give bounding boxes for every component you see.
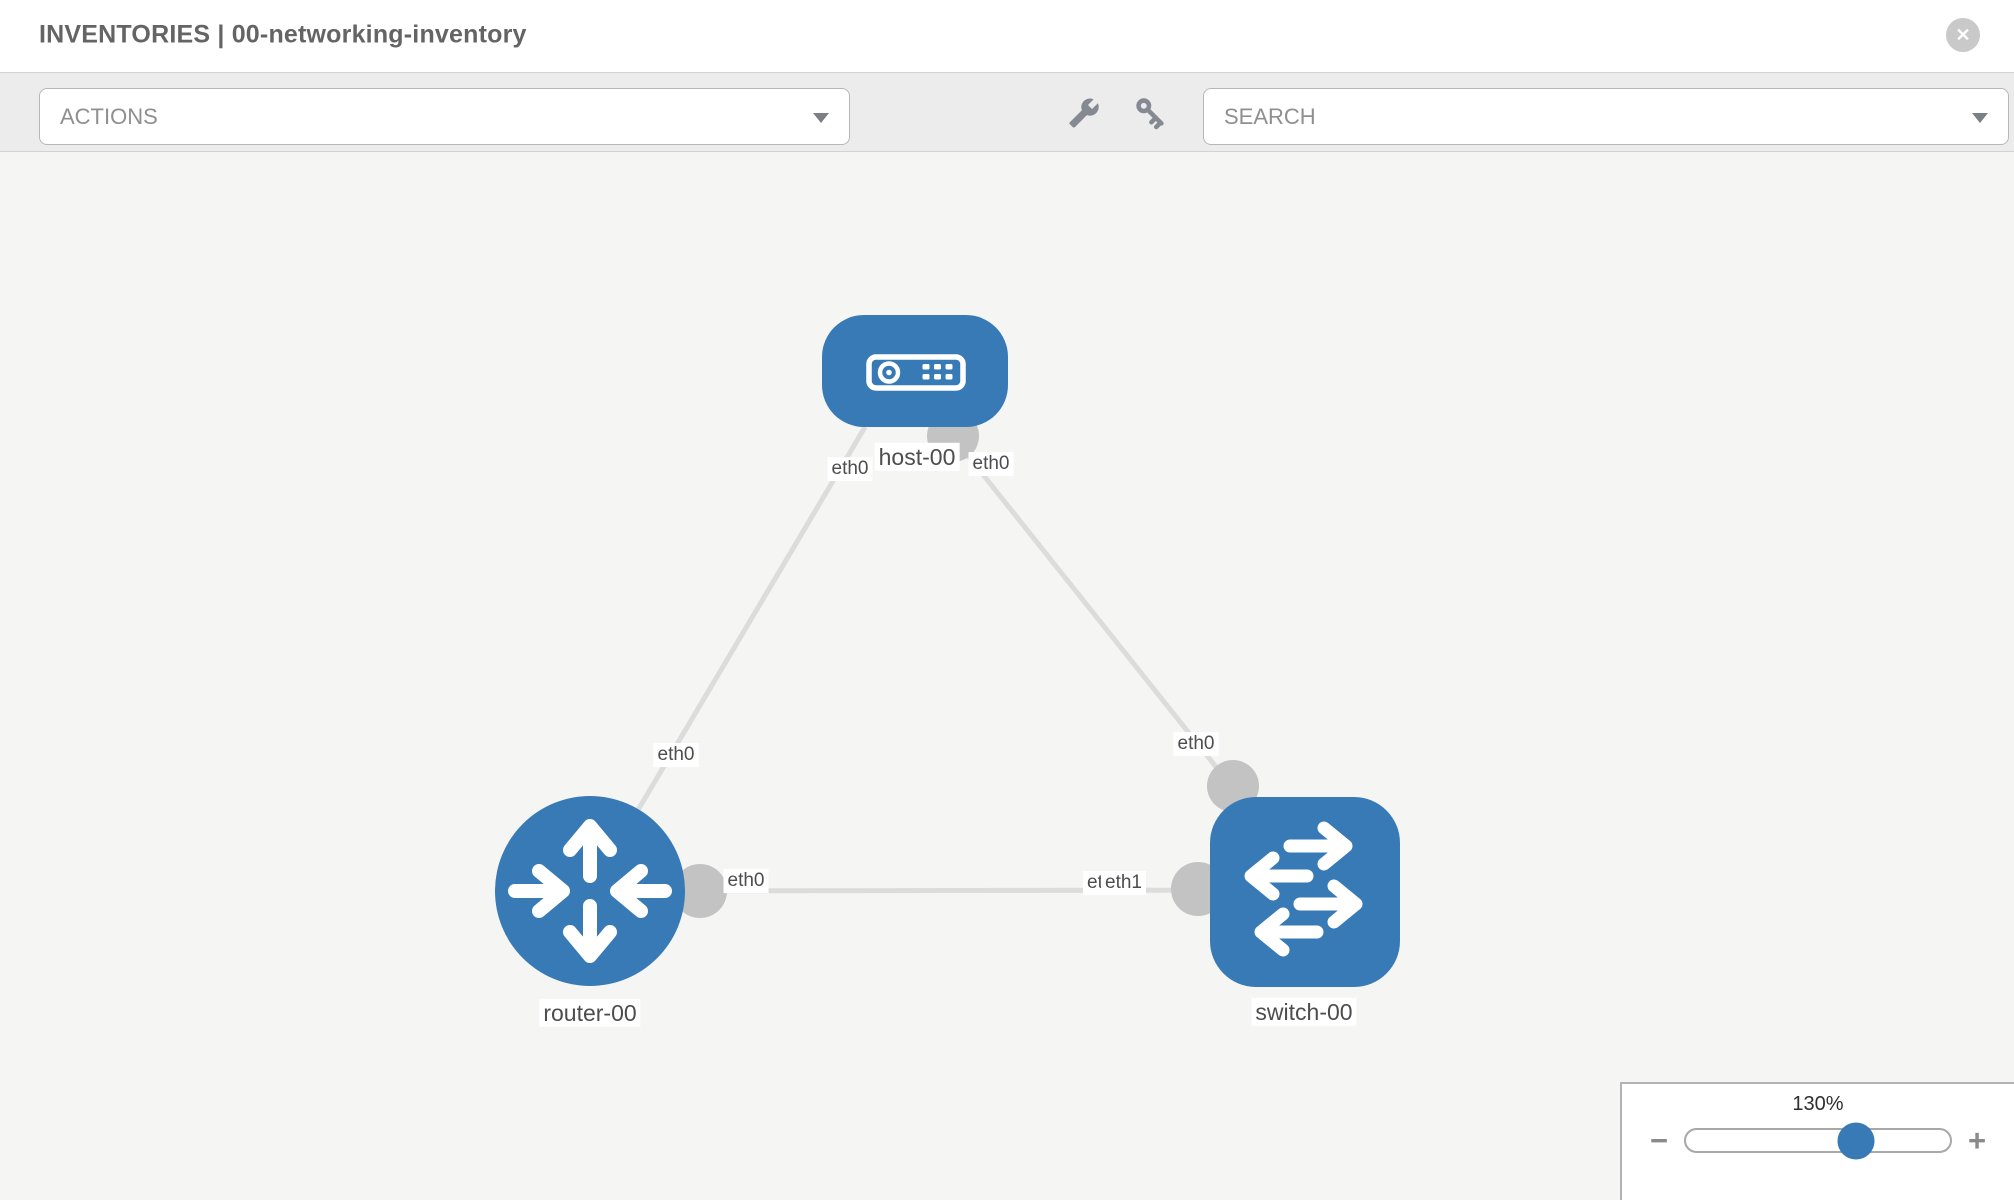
port-connector-router [673, 864, 727, 918]
actions-dropdown[interactable]: ACTIONS [39, 88, 850, 145]
search-dropdown-label: SEARCH [1224, 103, 1316, 129]
topology-canvas[interactable]: host-00 router-00 switch-00 eth0 eth0 et… [0, 152, 2014, 1200]
search-dropdown[interactable]: SEARCH [1203, 88, 2009, 145]
port-label-host-eth0-to-router: eth0 [827, 457, 873, 481]
node-host-00[interactable] [822, 315, 1008, 427]
node-label-switch-00: switch-00 [1251, 997, 1357, 1027]
page-title: INVENTORIES | 00-networking-inventory [39, 20, 527, 49]
router-icon [508, 819, 672, 963]
actions-dropdown-label: ACTIONS [60, 103, 158, 129]
zoom-control-panel: 130% − + [1620, 1082, 2014, 1200]
credentials-button[interactable] [1133, 95, 1169, 131]
zoom-level-value: 130% [1792, 1093, 1844, 1115]
link-host-switch [951, 435, 1234, 789]
zoom-slider-track[interactable] [1684, 1122, 1952, 1159]
header: INVENTORIES | 00-networking-inventory ✕ [0, 0, 2014, 72]
close-icon: ✕ [1955, 25, 1971, 45]
key-icon [1136, 98, 1164, 130]
zoom-slider-thumb[interactable] [1837, 1122, 1875, 1159]
minus-icon: − [1649, 1123, 1668, 1158]
toolbar: ACTIONS SEARCH [0, 72, 2014, 152]
tools-button[interactable] [1066, 95, 1102, 131]
zoom-out-button[interactable]: − [1650, 1125, 1668, 1156]
host-server-icon [866, 354, 966, 391]
node-router-00[interactable] [495, 796, 685, 986]
port-label-router-eth0-to-switch: eth0 [723, 869, 769, 893]
close-button[interactable]: ✕ [1946, 18, 1980, 52]
wrench-icon [1069, 98, 1099, 128]
links-layer [587, 410, 1306, 918]
zoom-in-button[interactable]: + [1968, 1125, 1986, 1156]
chevron-down-icon [813, 112, 829, 123]
port-label-switch-eth1-to-router: eth1 [1101, 871, 1146, 895]
port-label-router-eth0-to-host: eth0 [653, 743, 699, 767]
plus-icon: + [1968, 1123, 1987, 1158]
port-label-switch-eth0-to-host: eth0 [1173, 732, 1219, 756]
switch-icon [1244, 821, 1363, 957]
node-label-router-00: router-00 [539, 998, 641, 1028]
node-switch-00[interactable] [1210, 797, 1400, 987]
node-label-host-00: host-00 [874, 442, 960, 472]
chevron-down-icon [1972, 112, 1988, 123]
port-label-host-eth0-to-switch: eth0 [968, 452, 1014, 476]
